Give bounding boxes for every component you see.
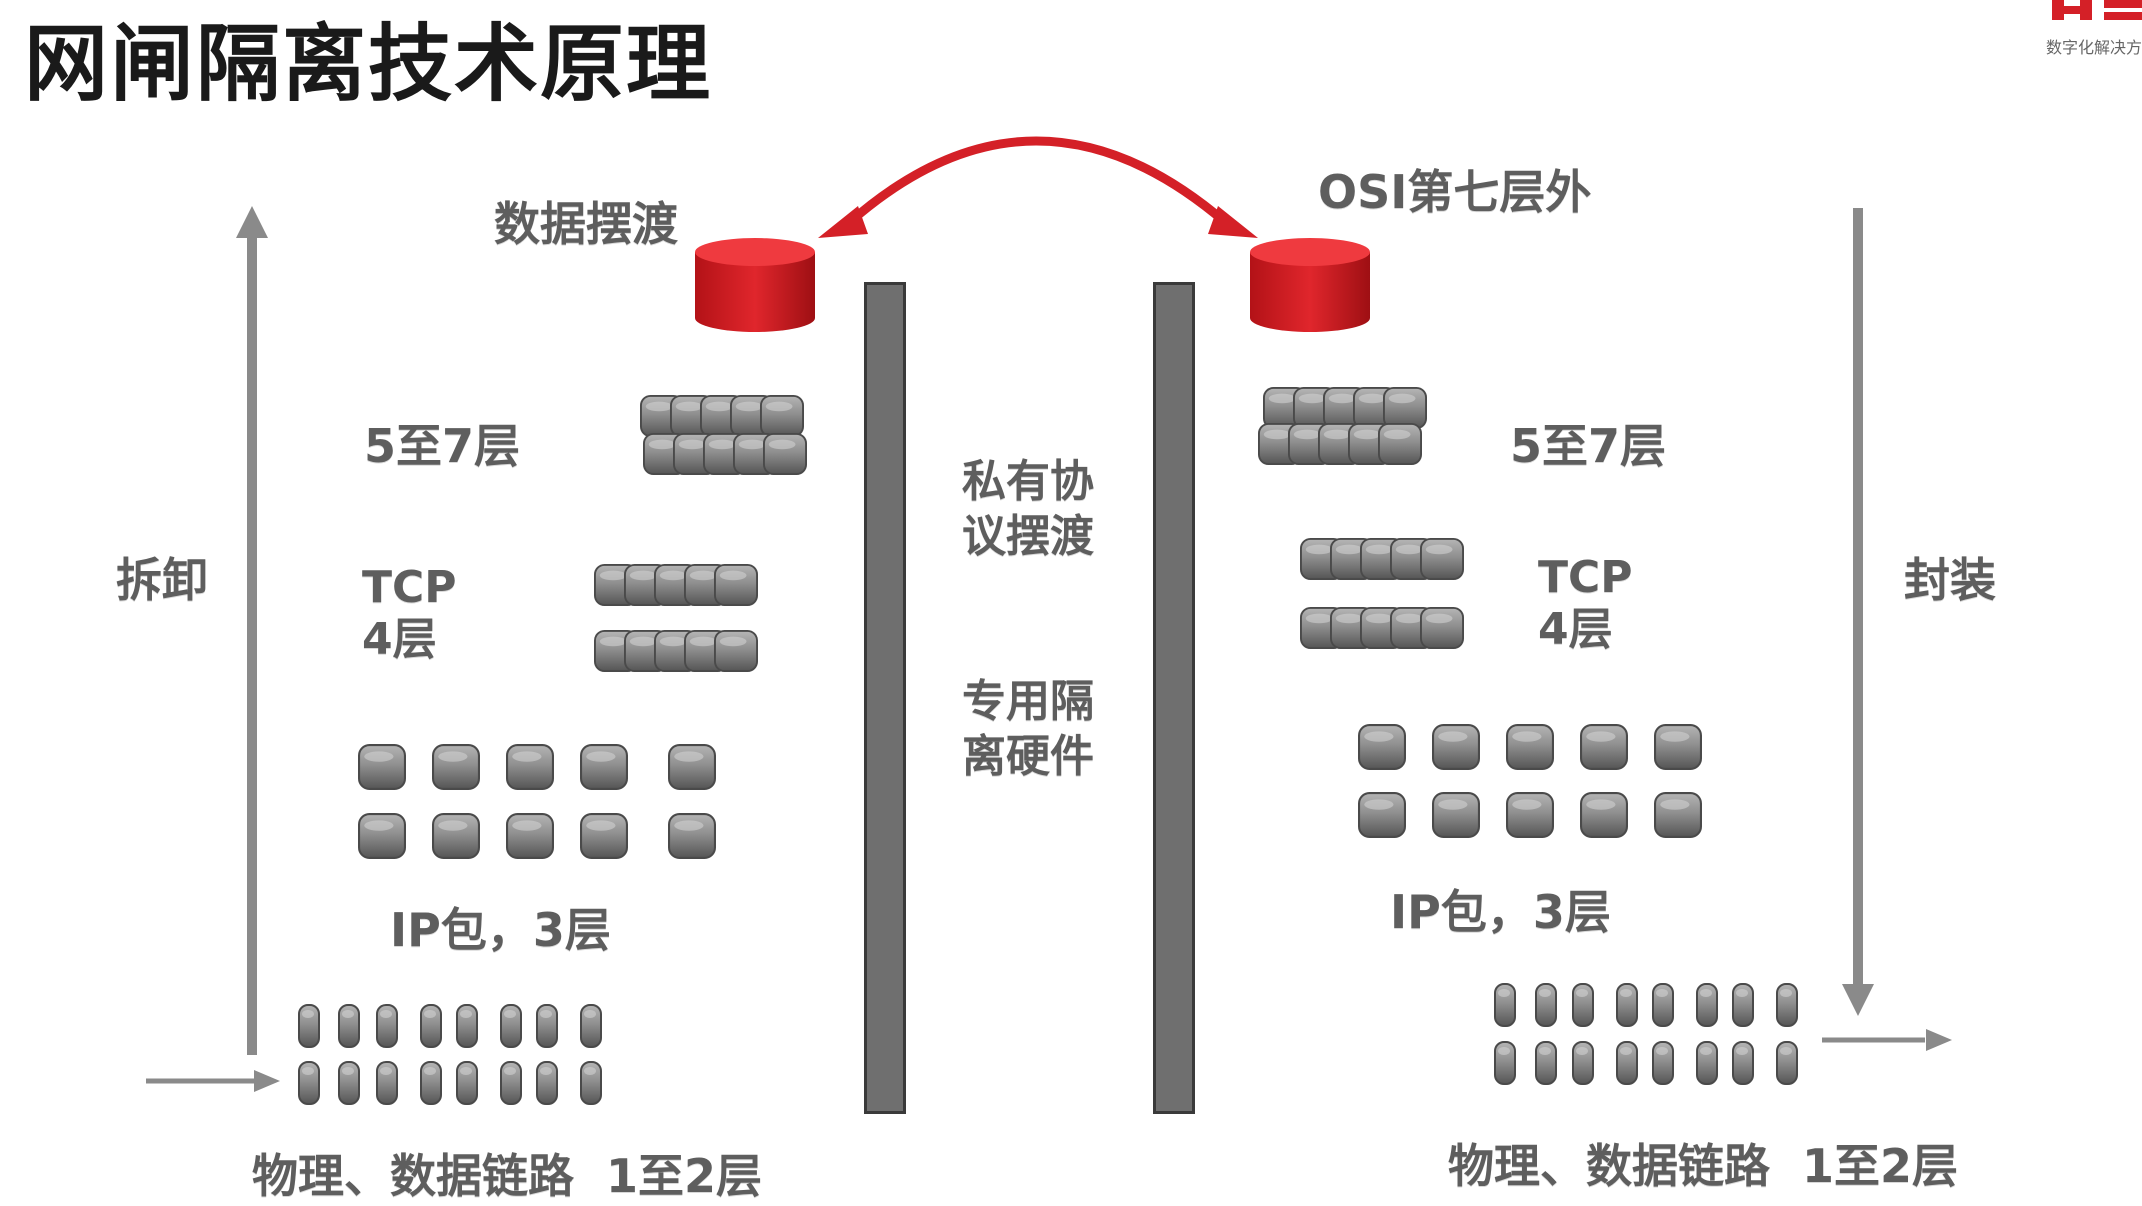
right-isolation-wall	[1153, 282, 1195, 1114]
input-arrow	[146, 1070, 280, 1092]
right-app-layer-blocks	[1258, 386, 1427, 466]
right-tcp-label: TCP 4层	[1538, 552, 1633, 656]
red-cylinder-icon	[1250, 238, 1370, 332]
page-title: 网闸隔离技术原理	[24, 15, 713, 113]
left-tcp-line1: TCP	[362, 562, 457, 613]
red-cylinder-icon	[695, 238, 815, 332]
left-physical-blocks	[298, 1003, 602, 1106]
right-tcp-line1: TCP	[1538, 552, 1633, 603]
pack-arrow	[1842, 208, 1874, 1016]
left-tcp-label: TCP 4层	[362, 562, 457, 666]
private-protocol-line2: 议摆渡	[962, 511, 1094, 562]
right-ip-label: IP包，3层	[1390, 885, 1611, 939]
unpack-label: 拆卸	[116, 553, 208, 607]
right-ip-blocks	[1358, 723, 1702, 839]
private-protocol-label: 私有协 议摆渡	[962, 454, 1094, 564]
data-ferry-label: 数据摆渡	[494, 197, 678, 251]
right-physical-blocks	[1494, 982, 1798, 1086]
dedicated-hardware-label: 专用隔 离硬件	[962, 674, 1094, 784]
private-protocol-line1: 私有协	[962, 456, 1094, 507]
left-ip-blocks	[358, 743, 716, 860]
unpack-arrow	[236, 206, 268, 1055]
dedicated-hardware-line2: 离硬件	[962, 731, 1094, 782]
right-tcp-line2: 4层	[1538, 603, 1613, 655]
osi-outside-label: OSI第七层外	[1318, 165, 1592, 219]
right-physical-label: 物理、数据链路 1至2层	[1448, 1139, 1959, 1193]
output-arrow	[1822, 1029, 1952, 1051]
ferry-curve-arrow	[818, 136, 1258, 238]
left-ip-label: IP包，3层	[390, 903, 611, 957]
left-layers-5-7-label: 5至7层	[364, 419, 521, 473]
left-isolation-wall	[864, 282, 906, 1114]
dedicated-hardware-line1: 专用隔	[962, 676, 1094, 727]
left-physical-label: 物理、数据链路 1至2层	[252, 1149, 763, 1203]
left-app-layer-blocks	[640, 394, 807, 476]
pack-label: 封装	[1904, 553, 1996, 607]
left-tcp-blocks	[594, 563, 758, 673]
right-layers-5-7-label: 5至7层	[1510, 419, 1667, 473]
left-tcp-line2: 4层	[362, 613, 437, 665]
brand-text: 数字化解决方	[2045, 38, 2142, 57]
brand-logo-icon	[2032, 0, 2142, 22]
right-tcp-blocks	[1300, 537, 1464, 650]
